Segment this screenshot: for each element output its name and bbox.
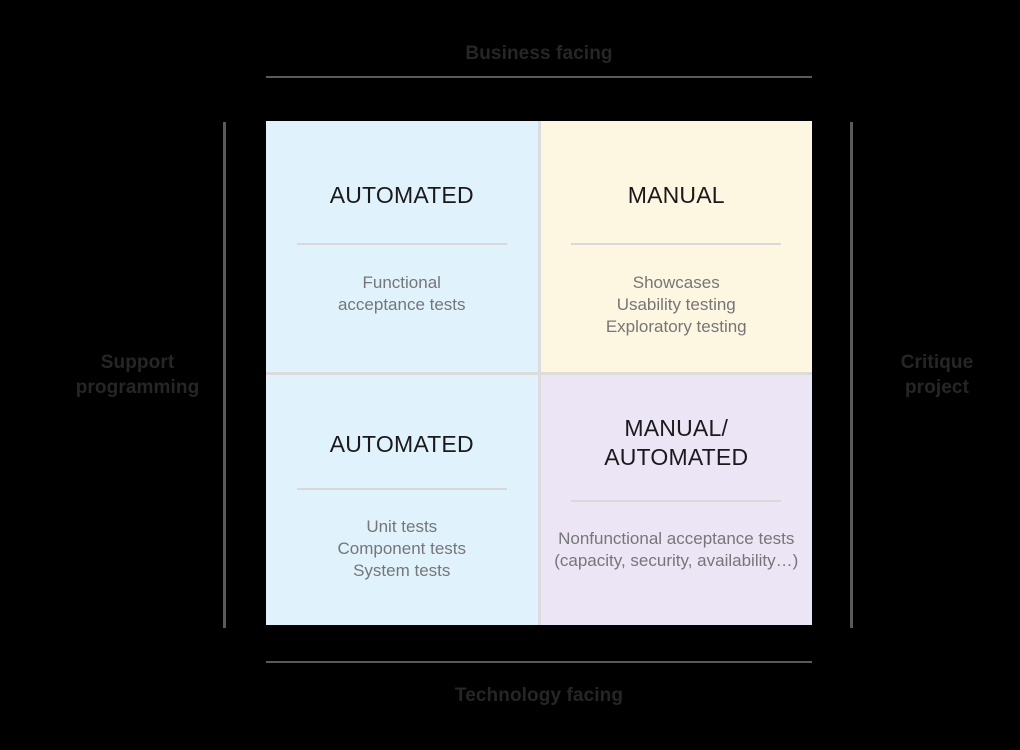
quadrant-body: Showcases Usability testing Exploratory …: [605, 273, 747, 336]
quadrant-divider: [296, 243, 507, 245]
quadrant-title: AUTOMATED: [329, 430, 474, 457]
quadrant-body: Nonfunctional acceptance tests (capacity…: [554, 528, 799, 570]
axis-label-technology-facing: Technology facing: [454, 685, 624, 706]
quadrant-top-right: MANUAL Showcases Usability testing Explo…: [540, 121, 812, 372]
top-axis-rule: [266, 76, 812, 78]
quadrant-bottom-left: AUTOMATED Unit tests Component tests Sys…: [266, 374, 538, 625]
quadrant-divider: [571, 243, 782, 245]
quadrant-divider: [571, 499, 782, 502]
quadrant-body: Unit tests Component tests System tests: [337, 516, 466, 580]
axis-label-support-programming: Support programming: [75, 352, 200, 398]
axis-label-business-facing: Business facing: [465, 43, 613, 64]
quadrant-title: MANUAL: [627, 182, 725, 208]
quadrant-bottom-right: MANUAL/ AUTOMATED Nonfunctional acceptan…: [540, 374, 812, 625]
quadrant-title: MANUAL/ AUTOMATED: [604, 414, 749, 470]
axis-label-critique-project: Critique project: [900, 352, 974, 398]
quadrant-body: Functional acceptance tests: [337, 273, 466, 314]
quadrant-top-left: AUTOMATED Functional acceptance tests: [266, 121, 538, 372]
quadrant-divider: [296, 487, 507, 490]
right-axis-rule: [850, 122, 853, 628]
left-axis-rule: [223, 122, 226, 628]
quadrant-title: AUTOMATED: [329, 182, 474, 208]
bottom-axis-rule: [266, 661, 812, 663]
testing-quadrants-matrix: AUTOMATED Functional acceptance tests MA…: [266, 121, 812, 625]
